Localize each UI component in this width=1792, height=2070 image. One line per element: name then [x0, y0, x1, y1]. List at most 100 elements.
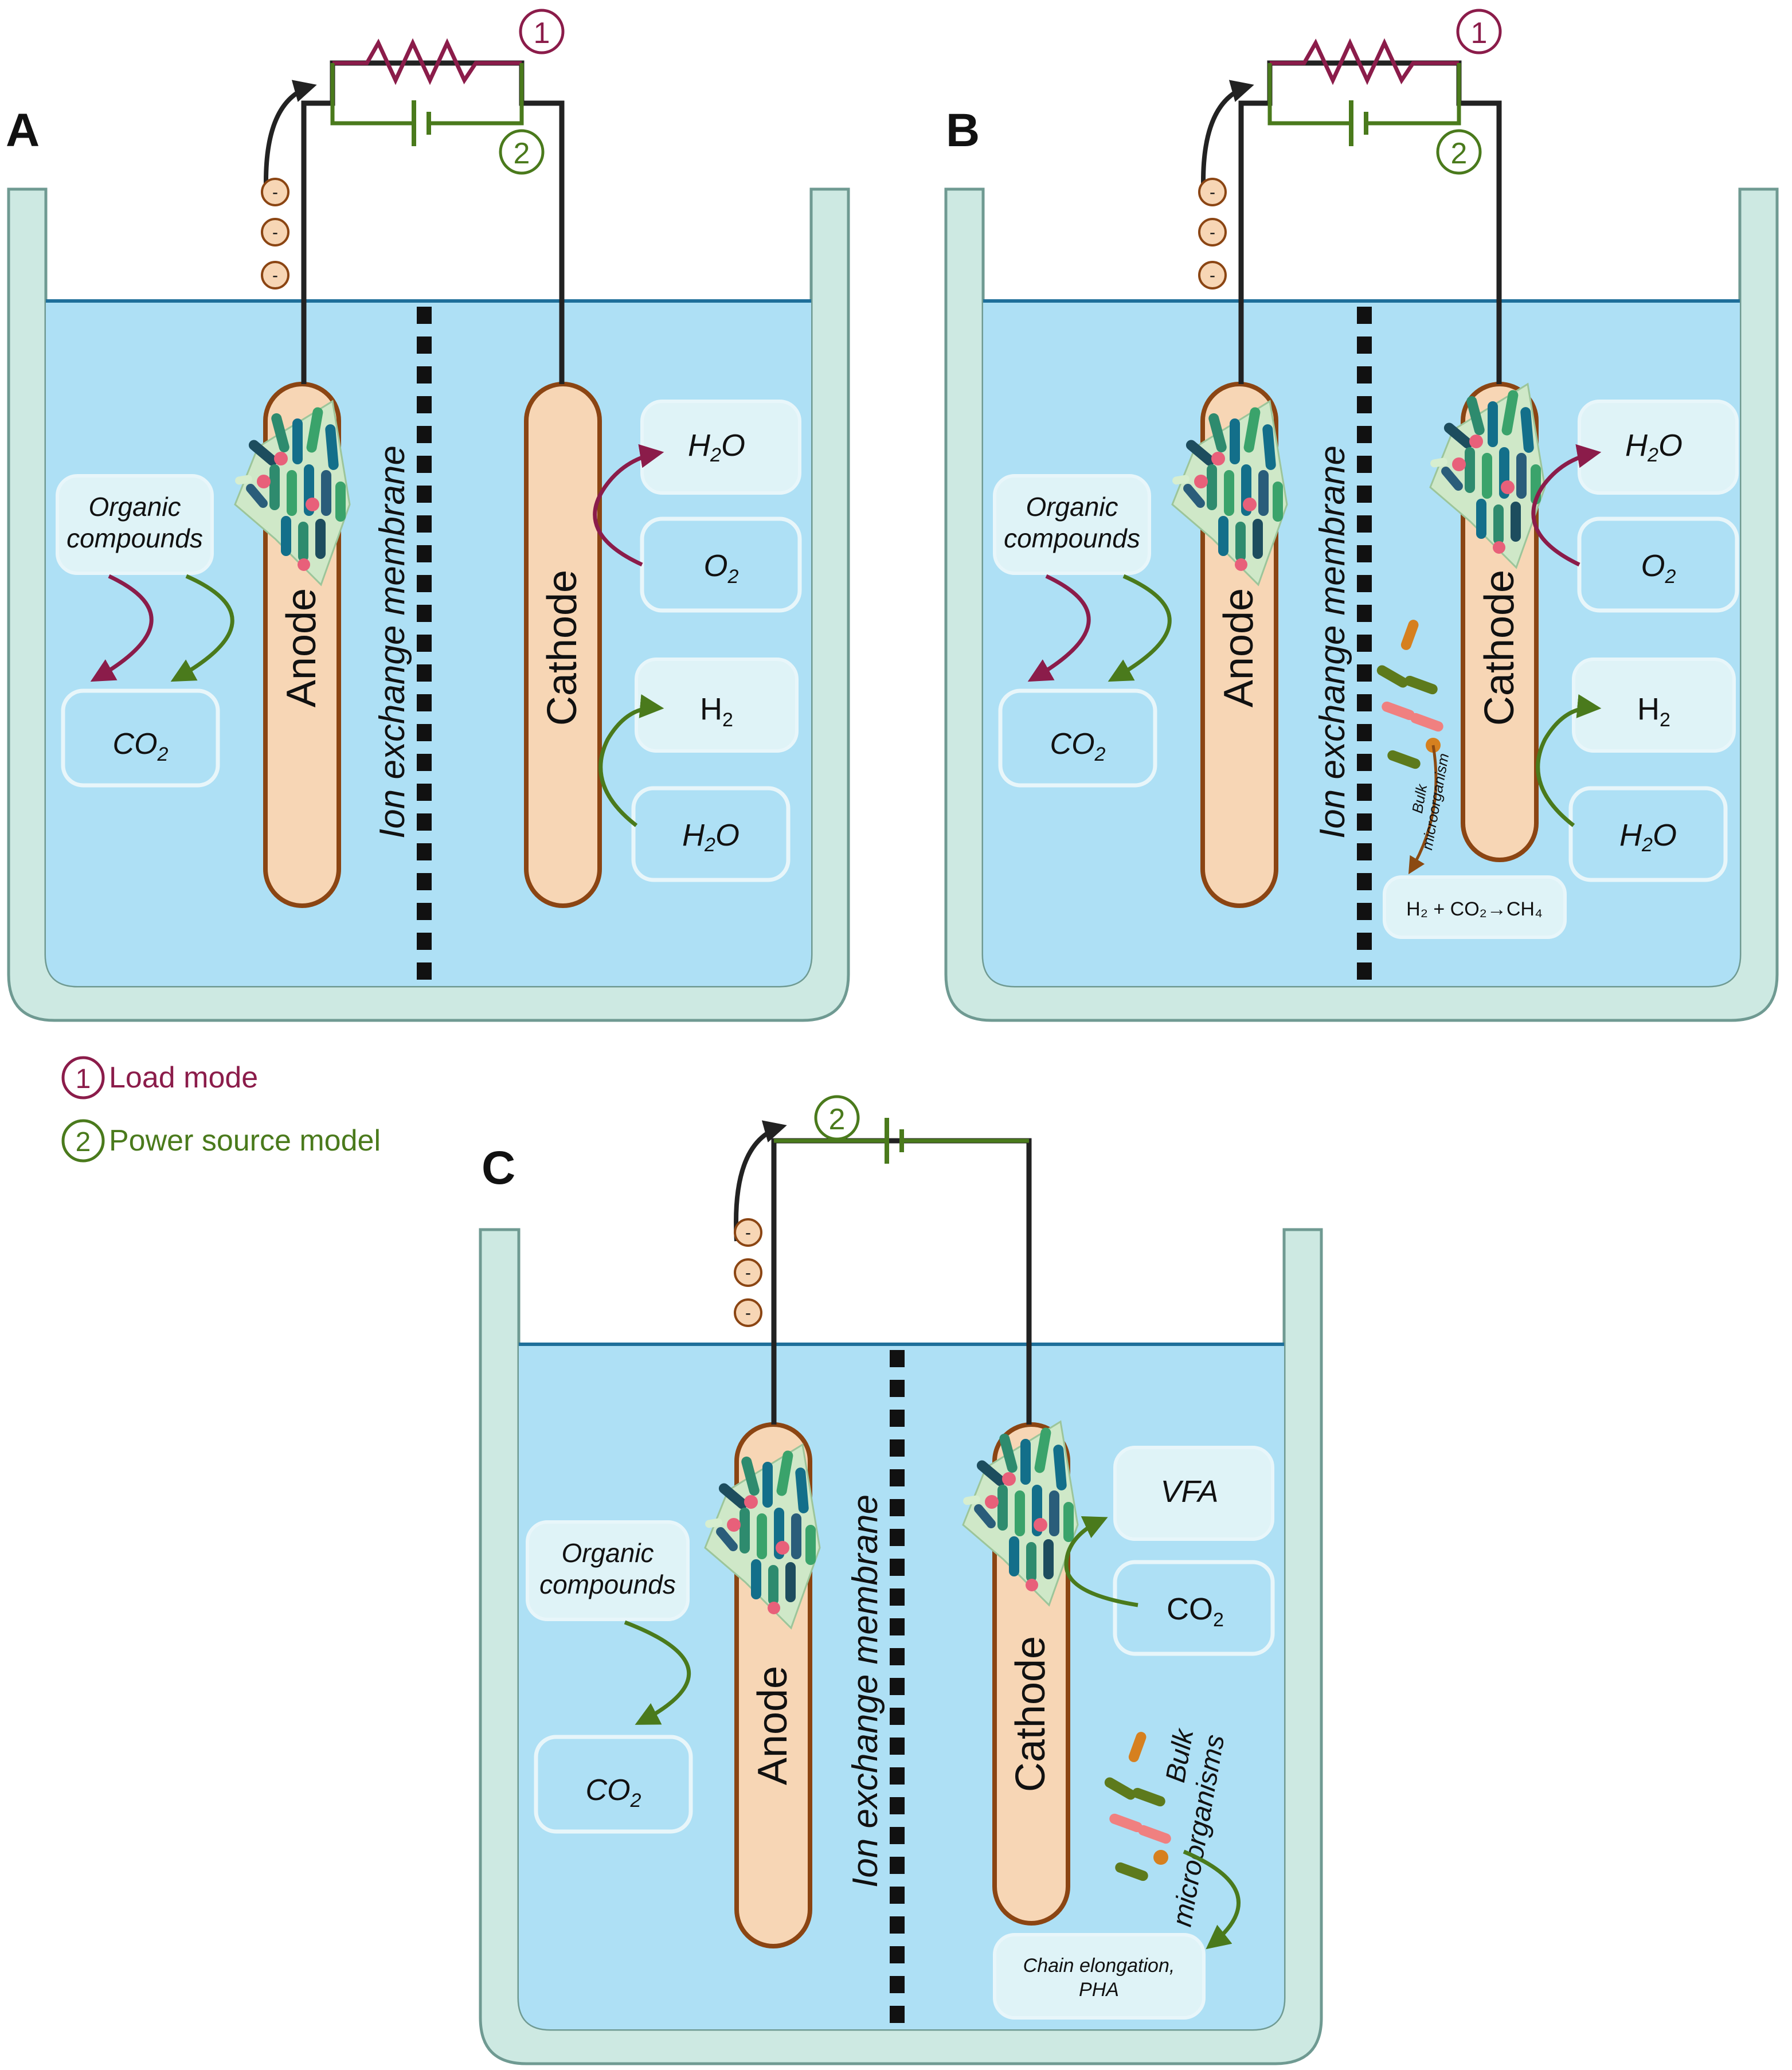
anode-label-c: Anode	[750, 1666, 796, 1785]
co2-right-label-c: CO2	[1167, 1592, 1224, 1631]
h2o-bottom-box-a	[631, 786, 791, 882]
battery-wire-a	[330, 63, 524, 126]
resistor-a	[332, 38, 522, 85]
power-num-c: 2	[829, 1103, 846, 1136]
electrons-a: - - -	[261, 178, 289, 289]
legend-power-label: Power source model	[109, 1124, 381, 1157]
svg-text:-: -	[272, 183, 278, 202]
co2-label-b: CO2	[1050, 727, 1106, 765]
panel-letter-c: C	[482, 1142, 515, 1194]
organic-box-c	[526, 1520, 690, 1621]
arrow-h2o-h2-a	[598, 694, 664, 827]
legend: 1 Load mode 2 Power source model	[61, 1056, 381, 1163]
power-circle-c	[814, 1095, 860, 1141]
h2o-top-label-b: H2O	[1625, 428, 1683, 466]
arrow-h2o-h2-b	[1536, 694, 1602, 827]
organic-line2-b: compounds	[1004, 523, 1140, 553]
electron-arrow-a	[264, 80, 317, 201]
o2-label-b: O2	[1641, 549, 1676, 588]
arrow-organic-co2-maroon-a	[90, 574, 154, 682]
power-circle-b	[1436, 129, 1482, 175]
battery-wire-b	[1267, 63, 1461, 126]
svg-text:-: -	[272, 223, 278, 242]
membrane-label-b: Ion exchange membrane	[1313, 445, 1352, 839]
arrow-bulk-b	[1408, 745, 1438, 875]
cathode-label-c: Cathode	[1008, 1636, 1054, 1792]
co2-right-box-c	[1113, 1560, 1275, 1656]
svg-text:-: -	[745, 1304, 751, 1322]
arrow-o2-h2o-a	[593, 444, 664, 567]
resistor-b	[1270, 38, 1459, 85]
svg-text:-: -	[745, 1263, 751, 1282]
legend-load-num: 1	[76, 1064, 91, 1094]
organic-line1-a: Organic	[88, 492, 181, 522]
wire-b	[1238, 60, 1502, 384]
electron-arrow-c	[734, 1120, 787, 1242]
wire-a	[301, 60, 565, 384]
organic-box-b	[993, 474, 1151, 575]
h2-box-b	[1572, 658, 1736, 753]
h2o-bottom-box-b	[1568, 786, 1728, 882]
co2-box-b	[998, 688, 1157, 788]
h2-box-a	[635, 658, 799, 753]
svg-text:-: -	[1210, 266, 1215, 285]
svg-text:-: -	[1210, 183, 1215, 202]
vfa-box-c	[1113, 1446, 1274, 1541]
h2o-bottom-label-a: H2O	[682, 818, 740, 856]
h2-label-a: H2	[700, 692, 733, 731]
panel-letter-a: A	[6, 104, 40, 156]
reaction-label-b: H₂ + CO₂→CH₄	[1406, 898, 1543, 920]
load-circle-a	[519, 9, 565, 54]
arrow-o2-h2o-b	[1531, 444, 1602, 567]
co2-label-a: CO2	[113, 727, 169, 765]
membrane-label-a: Ion exchange membrane	[373, 445, 412, 839]
panel-b: B Ion exchange membrane Anode Cathode 1 …	[944, 9, 1779, 1022]
arrow-organic-co2-c	[624, 1620, 691, 1725]
organic-box-a	[56, 474, 214, 575]
electrons-c: - - -	[734, 1218, 762, 1327]
load-circle-b	[1456, 9, 1502, 54]
co2-box-a	[61, 688, 220, 788]
svg-text:-: -	[745, 1223, 751, 1242]
anode-label-b: Anode	[1216, 588, 1262, 707]
arrow-bulk-c	[1183, 1849, 1241, 1950]
panel-a: A Ion exchange membrane Anode Cathode 1 …	[6, 9, 850, 1022]
panel-letter-b: B	[946, 104, 980, 156]
svg-text:-: -	[272, 266, 278, 285]
organic-line2-c: compounds	[539, 1570, 676, 1599]
product-line2-c: PHA	[1079, 1979, 1119, 2001]
arrow-organic-co2-green-a	[170, 574, 234, 682]
svg-text:-: -	[1210, 223, 1215, 242]
anode-label-a: Anode	[279, 588, 324, 707]
electron-arrow-b	[1201, 80, 1254, 201]
legend-load-circle	[61, 1056, 105, 1099]
product-box-c	[993, 1933, 1206, 2020]
organic-line1-b: Organic	[1026, 492, 1118, 522]
co2-left-label-c: CO2	[586, 1774, 641, 1811]
panel-c: C Ion exchange membrane Anode Cathode 2 …	[479, 1095, 1323, 2065]
power-num-a: 2	[514, 137, 530, 170]
h2-label-b: H2	[1637, 692, 1670, 731]
load-num-a: 1	[534, 17, 550, 50]
legend-power-circle	[61, 1119, 105, 1163]
product-line1-c: Chain elongation,	[1023, 1955, 1175, 1977]
organic-line2-a: compounds	[66, 523, 203, 553]
power-circle-a	[499, 129, 545, 175]
cathode-label-a: Cathode	[539, 570, 585, 726]
arrow-organic-co2-green-b	[1108, 574, 1172, 682]
h2o-top-label-a: H2O	[688, 428, 745, 466]
load-num-b: 1	[1471, 17, 1488, 50]
organic-line1-c: Organic	[561, 1538, 654, 1568]
electrons-b: - - -	[1198, 178, 1227, 289]
reaction-box-b	[1383, 875, 1567, 939]
arrow-co2-vfa-c	[1064, 1516, 1138, 1607]
power-num-b: 2	[1451, 137, 1468, 170]
membrane-label-c: Ion exchange membrane	[846, 1494, 885, 1888]
legend-power-num: 2	[76, 1127, 91, 1157]
legend-load-label: Load mode	[109, 1061, 258, 1094]
arrow-organic-co2-maroon-b	[1027, 574, 1091, 682]
h2o-bottom-label-b: H2O	[1619, 818, 1677, 856]
o2-label-a: O2	[704, 549, 739, 588]
vfa-label-c: VFA	[1160, 1474, 1218, 1509]
